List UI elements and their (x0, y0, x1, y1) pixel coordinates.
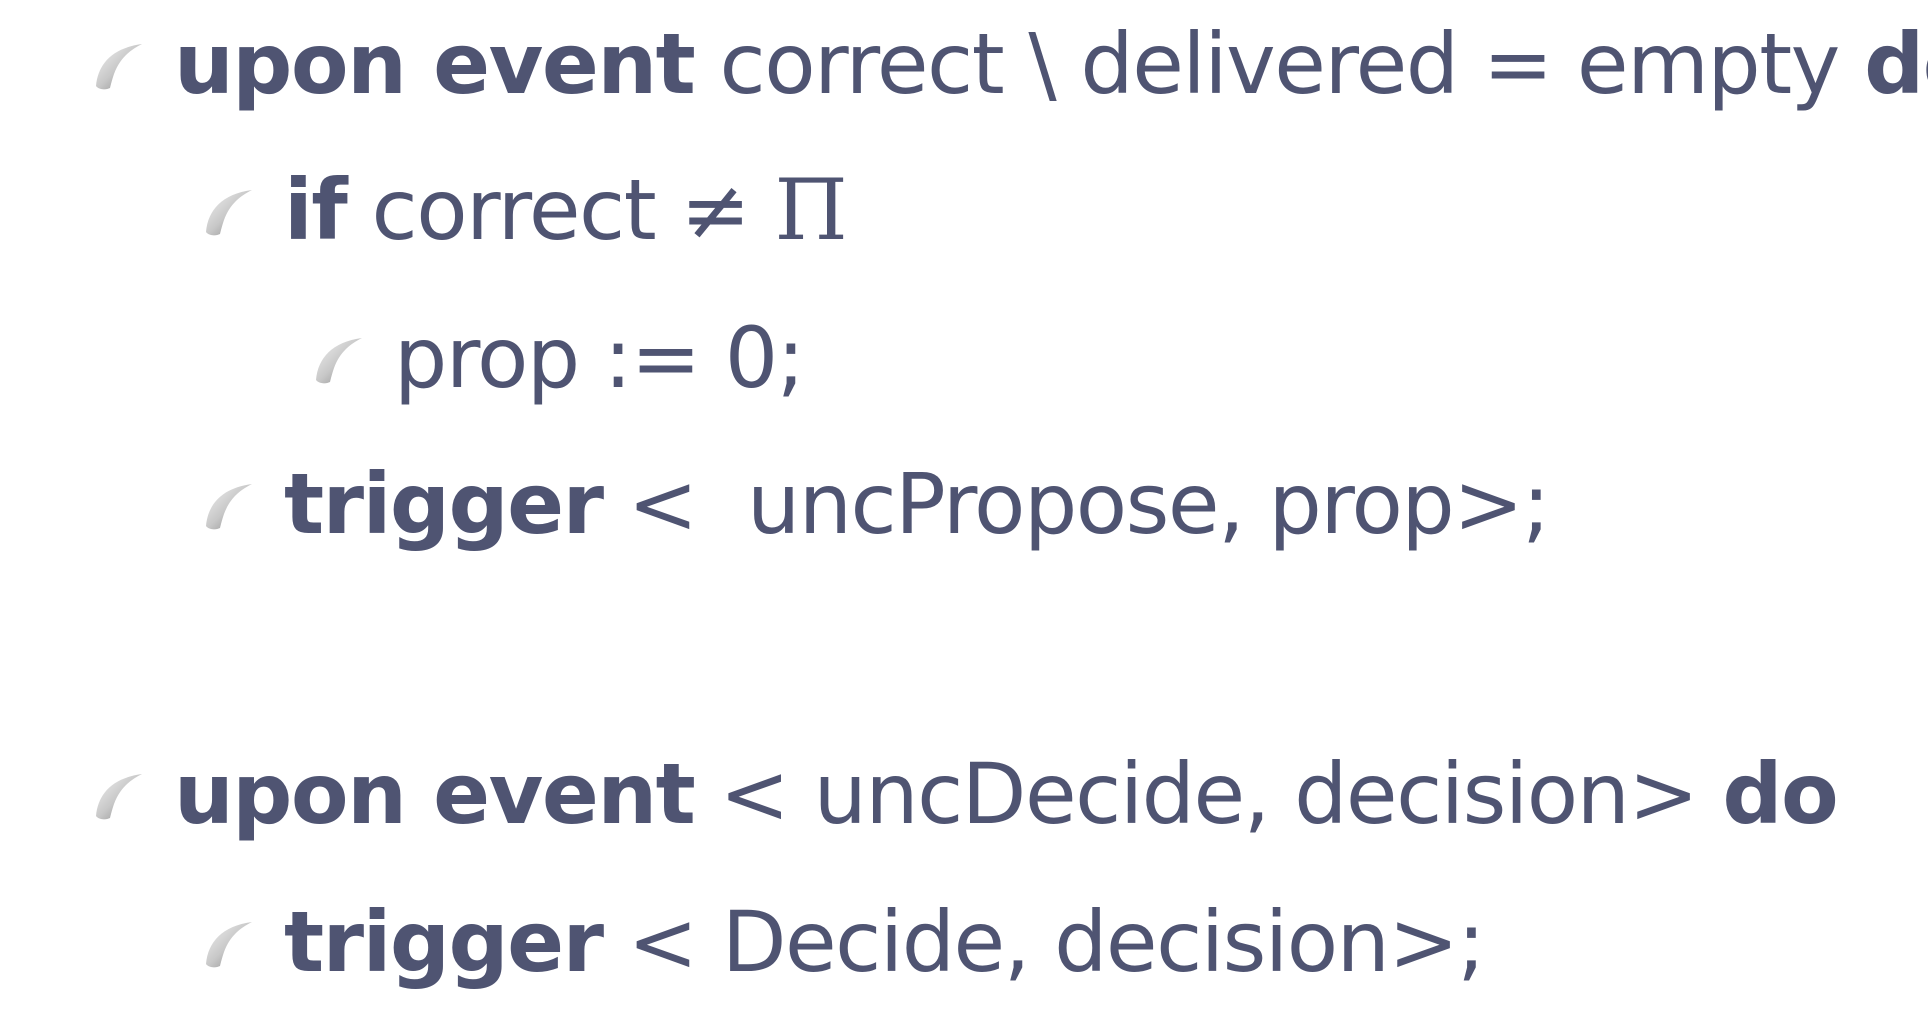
assignment-text: prop := 0; (394, 309, 805, 407)
swoosh-bullet-icon (200, 912, 260, 972)
swoosh-bullet-icon (200, 474, 260, 534)
statement-upon-event-delivered: upon event correct \ delivered = empty d… (90, 22, 1928, 106)
keyword-trigger: trigger (284, 455, 604, 553)
event-text: < uncDecide, decision> (694, 745, 1723, 843)
trigger-text: < uncPropose, prop>; (602, 455, 1551, 553)
keyword-do: do (1722, 745, 1838, 843)
keyword-upon-event: upon event (174, 15, 696, 113)
swoosh-bullet-icon (200, 180, 260, 240)
statement-if-correct: if correct ≠ Π (200, 161, 848, 259)
swoosh-bullet-icon (310, 328, 370, 388)
keyword-if: if (284, 161, 348, 259)
keyword-do: do (1864, 15, 1928, 113)
pi-symbol: Π (774, 161, 847, 259)
swoosh-bullet-icon (90, 764, 150, 824)
condition-text: correct ≠ (346, 161, 775, 259)
statement-trigger-uncpropose: trigger < uncPropose, prop>; (200, 455, 1551, 553)
keyword-trigger: trigger (284, 893, 604, 991)
condition-text: correct \ delivered = empty (694, 15, 1865, 113)
statement-prop-assign: prop := 0; (310, 309, 805, 407)
keyword-upon-event: upon event (174, 745, 696, 843)
trigger-text: < Decide, decision>; (602, 893, 1486, 991)
swoosh-bullet-icon (90, 34, 150, 94)
statement-trigger-decide: trigger < Decide, decision>; (200, 893, 1486, 991)
statement-upon-event-uncdecide: upon event < uncDecide, decision> do (90, 745, 1839, 843)
